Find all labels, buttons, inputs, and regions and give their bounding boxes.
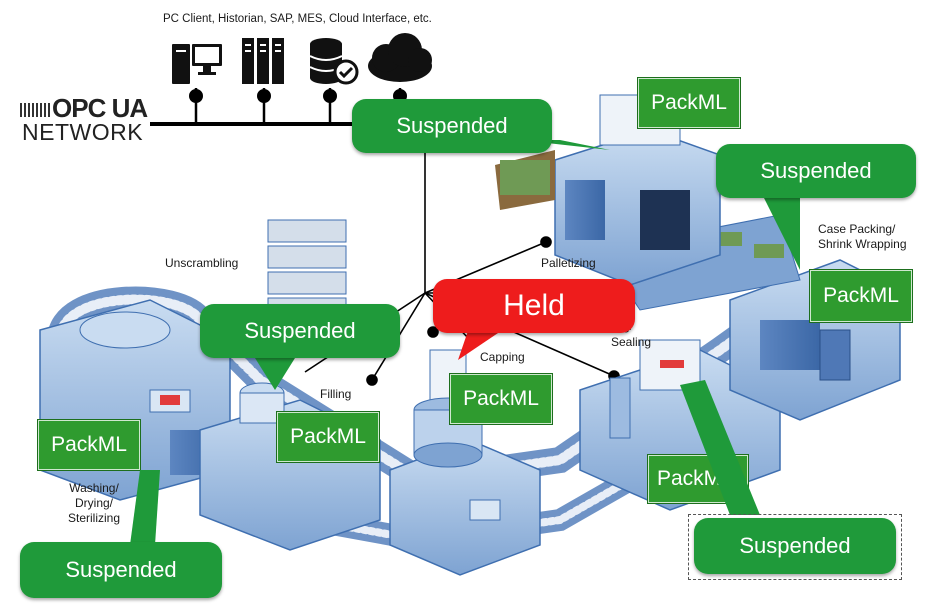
- server-icon: [242, 38, 284, 84]
- database-icon: [309, 38, 359, 85]
- case-packing-label: Case Packing/ Shrink Wrapping: [818, 222, 907, 251]
- capper-machine: [389, 349, 541, 576]
- state-bubble-washer: Suspended: [20, 542, 222, 598]
- pc-icon: [172, 44, 222, 84]
- state-bubble-labeler: Suspended: [694, 518, 896, 574]
- tail-case-packer: [760, 190, 800, 270]
- state-bubble-palletizer: Suspended: [352, 99, 552, 153]
- cloud-icon: [368, 33, 432, 82]
- network-label: NETWORK: [22, 119, 144, 145]
- tail-washer: [130, 470, 160, 545]
- tail-capper: [458, 325, 510, 360]
- state-bubble-case-packer: Suspended: [716, 144, 916, 198]
- opc-ua-logo: OPC UA: [20, 93, 148, 124]
- systems-caption: PC Client, Historian, SAP, MES, Cloud In…: [163, 13, 432, 25]
- state-bubble-filler: Suspended: [200, 304, 400, 358]
- tail-labeler: [680, 380, 760, 515]
- state-bubble-capper: Held: [433, 279, 635, 333]
- packml-tag-palletizer: PackML: [637, 77, 741, 129]
- packml-tag-capper: PackML: [449, 373, 553, 425]
- washing-label: Washing/ Drying/ Sterilizing: [68, 481, 121, 525]
- packml-tag-washer: PackML: [37, 419, 141, 471]
- capping-label: Capping: [480, 350, 525, 364]
- packml-tag-filler: PackML: [276, 411, 380, 463]
- opc-logo-dots: [20, 103, 50, 118]
- selection-outline: [688, 514, 902, 580]
- opc-logo-text: OPC UA: [52, 93, 148, 123]
- unscrambling-label: Unscrambling: [165, 256, 239, 270]
- tail-filler: [250, 350, 300, 390]
- palletizing-label: Palletizing: [541, 256, 596, 270]
- packml-tag-case-packer: PackML: [809, 269, 913, 323]
- filling-label: Filling: [320, 387, 352, 401]
